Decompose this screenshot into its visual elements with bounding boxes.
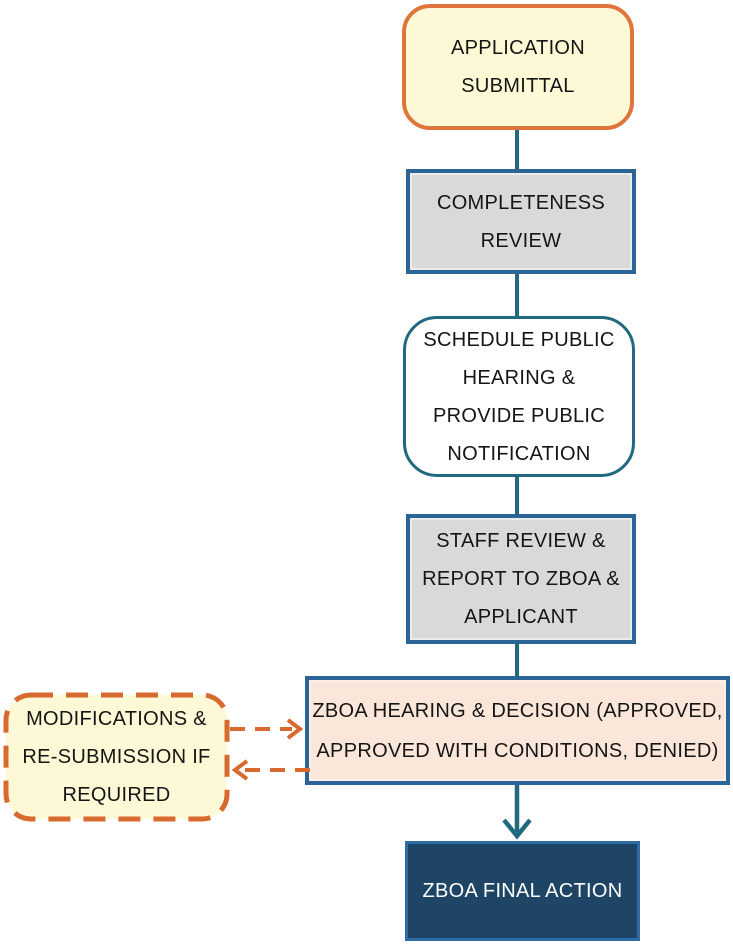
connector-schedule-to-staff xyxy=(515,477,519,514)
chevron-left-arrowhead-icon xyxy=(231,759,249,781)
node-completeness-review: COMPLETENESS REVIEW xyxy=(406,169,636,274)
dashed-rounded-border xyxy=(3,692,230,822)
dashed-arrows-group xyxy=(230,718,310,781)
modifications-label: MODIFICATIONS & RE-SUBMISSION IF REQUIRE… xyxy=(22,708,211,806)
node-staff-review: STAFF REVIEW & REPORT TO ZBOA & APPLICAN… xyxy=(406,514,636,644)
node-application-submittal: APPLICATION SUBMITTAL xyxy=(402,4,634,130)
chevron-right-arrowhead-icon xyxy=(286,718,304,740)
dashed-border-rect xyxy=(3,692,230,822)
connector-staff-to-hearing xyxy=(515,644,519,676)
connector-app-to-completeness xyxy=(515,130,519,169)
node-modifications-resubmission: MODIFICATIONS & RE-SUBMISSION IF REQUIRE… xyxy=(3,692,230,822)
node-zboa-hearing-decision: ZBOA HEARING & DECISION (APPROVED, APPRO… xyxy=(305,676,730,785)
node-schedule-public-hearing: SCHEDULE PUBLIC HEARING & PROVIDE PUBLIC… xyxy=(403,316,635,477)
connector-completeness-to-schedule xyxy=(515,274,519,316)
arrow-hearing-to-final xyxy=(502,785,532,840)
node-zboa-final-action: ZBOA FINAL ACTION xyxy=(405,841,640,941)
chevron-down-arrowhead-icon xyxy=(502,818,532,840)
